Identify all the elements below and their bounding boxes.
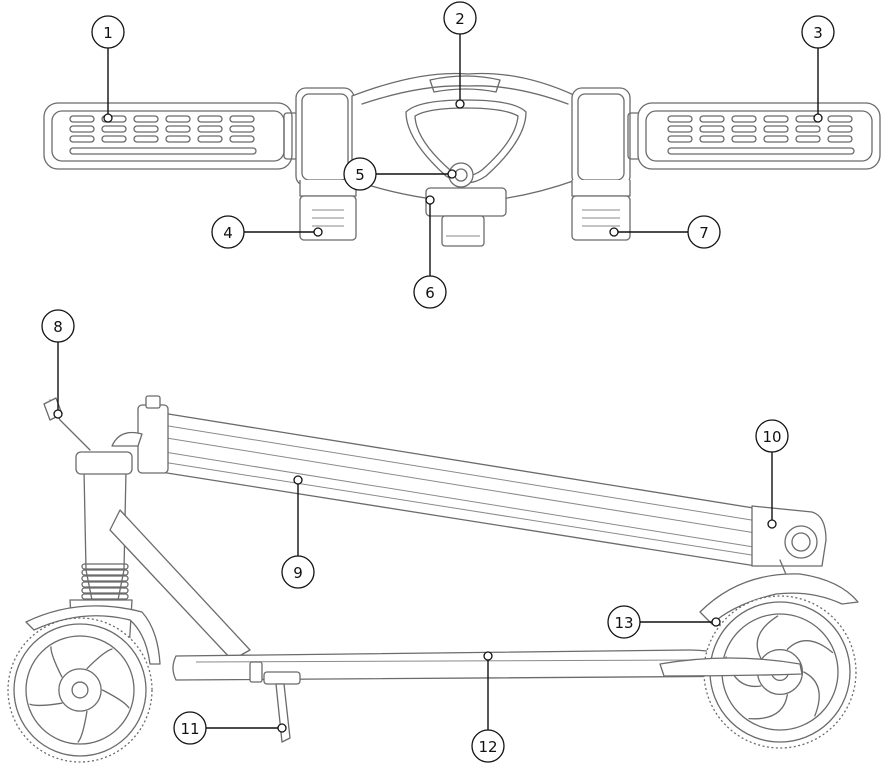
callout-11: 11 xyxy=(174,712,286,744)
center-console xyxy=(352,73,576,246)
callout-anchor-dot xyxy=(294,476,302,484)
callout-anchor-dot xyxy=(610,228,618,236)
callout-anchor-dot xyxy=(426,196,434,204)
callout-anchor-dot xyxy=(54,410,62,418)
callout-number: 10 xyxy=(762,428,781,446)
rear-swing-arm xyxy=(660,658,802,676)
callout-anchor-dot xyxy=(814,114,822,122)
fold-latch xyxy=(752,506,826,584)
callout-number: 2 xyxy=(455,10,465,28)
right-throttle xyxy=(572,180,630,240)
callout-number: 1 xyxy=(103,24,113,42)
callout-number: 7 xyxy=(699,224,709,242)
tire xyxy=(14,624,146,756)
callout-number: 6 xyxy=(425,284,435,302)
left-grip xyxy=(44,103,298,169)
callout-anchor-dot xyxy=(484,652,492,660)
callout-number: 8 xyxy=(53,318,63,336)
callout-anchor-dot xyxy=(448,170,456,178)
frame-neck xyxy=(110,510,250,660)
callout-number: 5 xyxy=(355,166,365,184)
stem-tube xyxy=(138,396,766,566)
right-collar xyxy=(572,88,630,186)
callout-anchor-dot xyxy=(104,114,112,122)
right-grip xyxy=(628,103,880,169)
callout-number: 12 xyxy=(478,738,497,756)
front-wheel xyxy=(8,618,152,762)
callout-anchor-dot xyxy=(278,724,286,732)
callout-anchor-dot xyxy=(768,520,776,528)
callout-8: 8 xyxy=(42,310,74,418)
callout-anchor-dot xyxy=(712,618,720,626)
callout-anchor-dot xyxy=(314,228,322,236)
callout-number: 3 xyxy=(813,24,823,42)
callout-anchor-dot xyxy=(456,100,464,108)
scooter-illustration xyxy=(8,396,858,762)
left-lever xyxy=(300,180,356,240)
callout-number: 11 xyxy=(180,720,199,738)
handlebar-illustration xyxy=(44,73,880,246)
callout-number: 4 xyxy=(223,224,233,242)
callout-number: 13 xyxy=(614,614,633,632)
callout-number: 9 xyxy=(293,564,303,582)
